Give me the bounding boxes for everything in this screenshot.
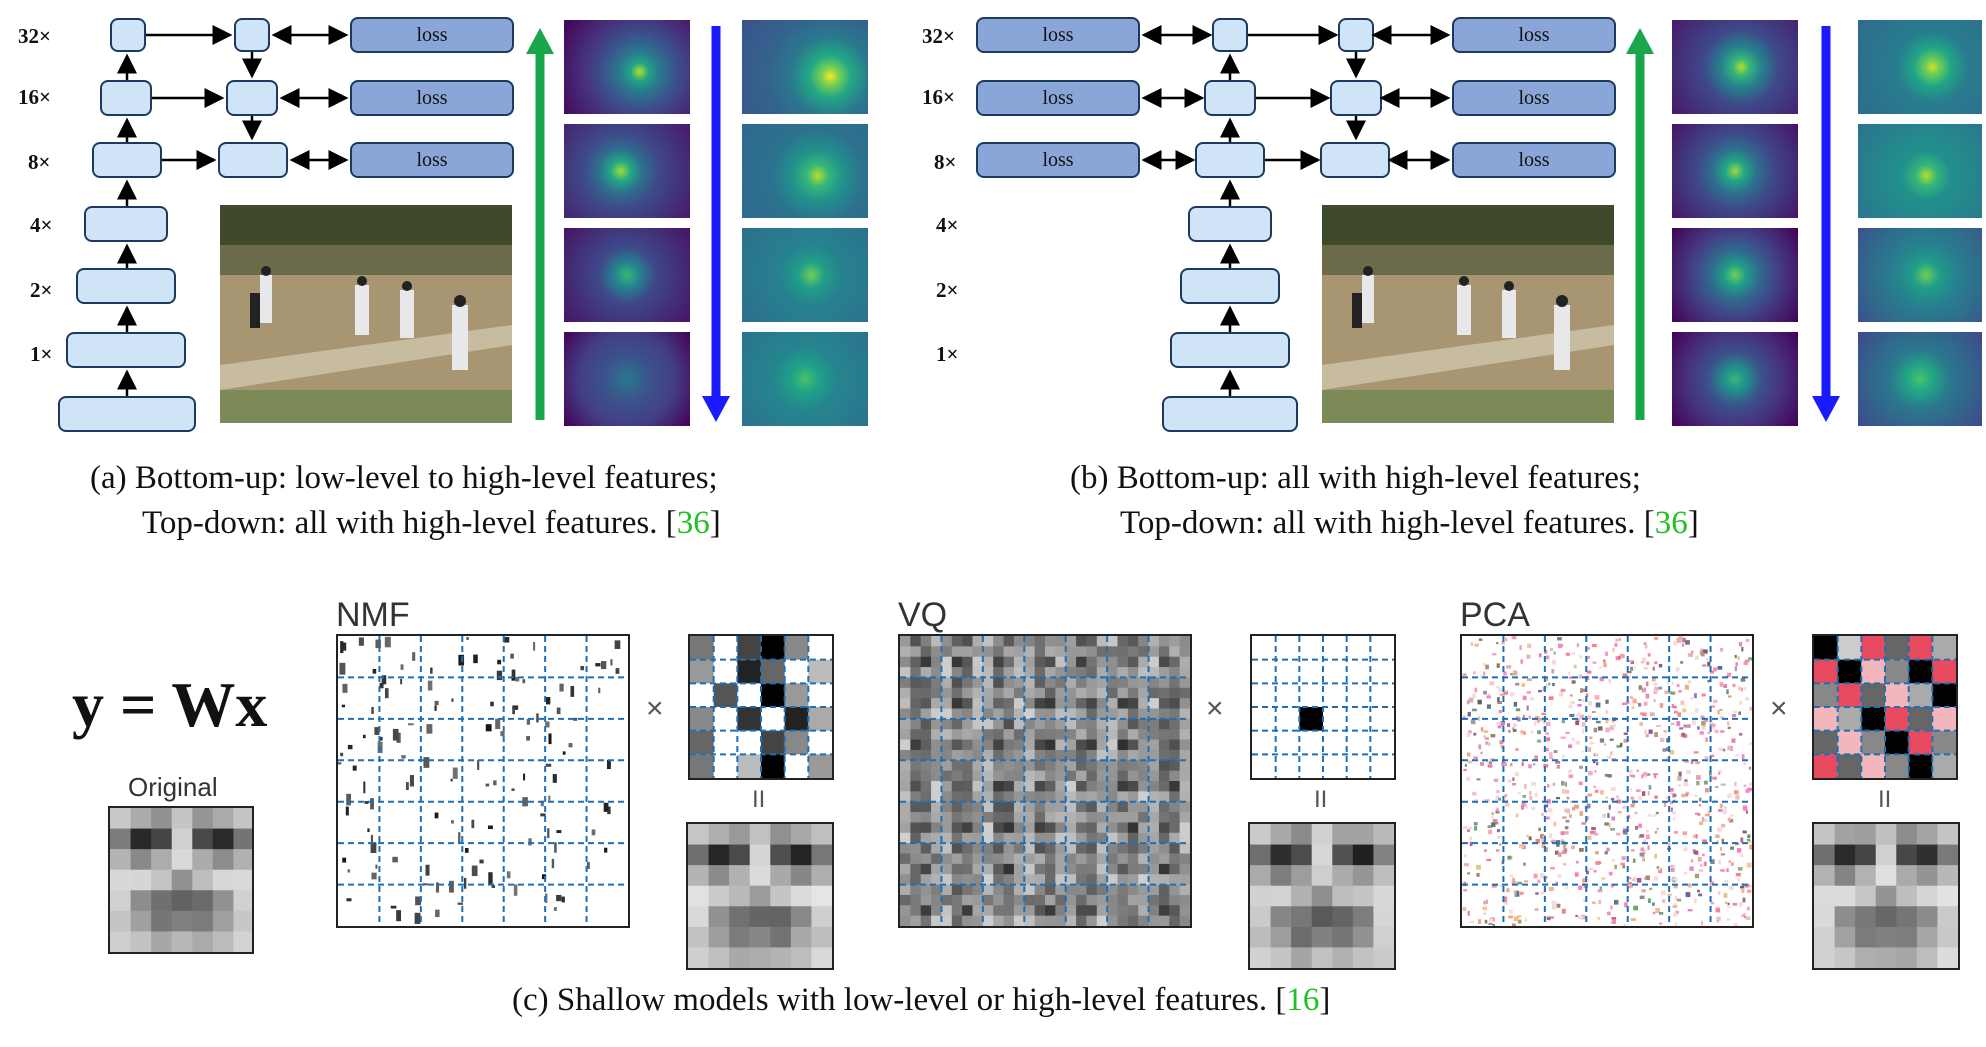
top-down-block-16x — [1330, 80, 1382, 116]
baseball-photo — [220, 205, 512, 423]
bottom-up-block-4x — [84, 206, 168, 242]
feature-heatmap — [1670, 18, 1800, 116]
feature-heatmap — [1670, 330, 1800, 428]
feature-heatmap — [1670, 122, 1800, 220]
method-label-pca: PCA — [1460, 596, 1530, 634]
feature-heatmap — [562, 226, 692, 324]
equals-symbol: II — [752, 786, 766, 813]
nmf-code-grid — [688, 634, 834, 780]
loss-box: loss — [976, 17, 1140, 53]
input-block — [1162, 396, 1298, 432]
caption-a-end: ] — [709, 505, 721, 541]
scale-label: 8× — [28, 150, 51, 174]
bottom-up-block-4x — [1188, 206, 1272, 242]
feature-heatmap — [740, 226, 870, 324]
caption-a-text: Top-down: all with high-level features. … — [142, 505, 677, 541]
top-down-block-8x — [218, 142, 288, 178]
feature-heatmap — [1670, 226, 1800, 324]
down-arrow — [702, 26, 730, 422]
down-arrow — [1812, 26, 1840, 422]
scale-label: 1× — [936, 342, 959, 366]
bottom-up-block-32x — [1212, 18, 1248, 52]
bottom-up-block-8x — [1195, 142, 1265, 178]
feature-heatmap — [1856, 122, 1984, 220]
loss-box: loss — [1452, 80, 1616, 116]
loss-box: loss — [350, 17, 514, 53]
loss-box: loss — [976, 142, 1140, 178]
vq-code-grid — [1250, 634, 1396, 780]
feature-heatmap — [1856, 18, 1984, 116]
loss-box: loss — [350, 80, 514, 116]
feature-heatmap — [740, 330, 870, 428]
bottom-up-block-32x — [110, 18, 146, 52]
original-label: Original — [128, 772, 218, 802]
bottom-up-block-16x — [1204, 80, 1256, 116]
scale-label: 1× — [30, 342, 53, 366]
caption-b-text: Top-down: all with high-level features. … — [1120, 505, 1655, 541]
feature-heatmap — [562, 18, 692, 116]
caption-c-text: (c) Shallow models with low-level or hig… — [512, 982, 1287, 1018]
scale-label: 4× — [30, 213, 53, 237]
top-down-block-32x — [234, 18, 270, 52]
bottom-up-block-1x — [66, 332, 186, 368]
method-label-vq: VQ — [898, 596, 948, 634]
pca-code-grid — [1812, 634, 1958, 780]
baseball-photo — [1322, 205, 1614, 423]
caption-c-end: ] — [1319, 982, 1331, 1018]
vq-basis-grid — [898, 634, 1192, 928]
original-face — [108, 806, 254, 954]
feature-heatmap — [562, 330, 692, 428]
panel-b-arrows — [1141, 25, 1654, 420]
method-label-nmf: NMF — [336, 596, 410, 634]
times-symbol: × — [646, 692, 664, 725]
times-symbol: × — [1770, 692, 1788, 725]
feature-heatmap — [740, 18, 870, 116]
caption-a-line1: (a) Bottom-up: low-level to high-level f… — [90, 460, 718, 496]
pca-reconstruction — [1812, 822, 1960, 970]
scale-label: 4× — [936, 213, 959, 237]
formula: y = Wx — [72, 669, 268, 740]
scale-label: 2× — [936, 278, 959, 302]
nmf-reconstruction — [686, 822, 834, 970]
scale-label: 32× — [18, 24, 51, 48]
citation-link[interactable]: 36 — [676, 505, 710, 541]
loss-box: loss — [1452, 17, 1616, 53]
loss-box: loss — [350, 142, 514, 178]
caption-a-line2: Top-down: all with high-level features. … — [142, 505, 721, 542]
times-symbol: × — [1206, 692, 1224, 725]
citation-link[interactable]: 36 — [1654, 505, 1688, 541]
feature-heatmap — [1856, 226, 1984, 324]
vq-reconstruction — [1248, 822, 1396, 970]
scale-label: 32× — [922, 24, 955, 48]
equals-symbol: II — [1314, 786, 1328, 813]
input-block — [58, 396, 196, 432]
bottom-up-block-16x — [100, 80, 152, 116]
top-down-block-16x — [226, 80, 278, 116]
caption-c: (c) Shallow models with low-level or hig… — [512, 982, 1330, 1019]
caption-b-end: ] — [1687, 505, 1699, 541]
caption-b-line1: (b) Bottom-up: all with high-level featu… — [1070, 460, 1641, 496]
citation-link[interactable]: 16 — [1286, 982, 1320, 1018]
feature-heatmap — [1856, 330, 1984, 428]
scale-label: 16× — [18, 85, 51, 109]
bottom-up-block-2x — [76, 268, 176, 304]
loss-box: loss — [1452, 142, 1616, 178]
panel-a-arrows — [117, 25, 554, 420]
equals-symbol: II — [1878, 786, 1892, 813]
scale-label: 16× — [922, 85, 955, 109]
bottom-up-block-2x — [1180, 268, 1280, 304]
scale-label: 8× — [934, 150, 957, 174]
nmf-basis-grid — [336, 634, 630, 928]
caption-b-line2: Top-down: all with high-level features. … — [1120, 505, 1699, 542]
scale-label: 2× — [30, 278, 53, 302]
bottom-up-block-8x — [92, 142, 162, 178]
feature-heatmap — [740, 122, 870, 220]
pca-basis-grid — [1460, 634, 1754, 928]
bottom-up-block-1x — [1170, 332, 1290, 368]
loss-box: loss — [976, 80, 1140, 116]
feature-heatmap — [562, 122, 692, 220]
